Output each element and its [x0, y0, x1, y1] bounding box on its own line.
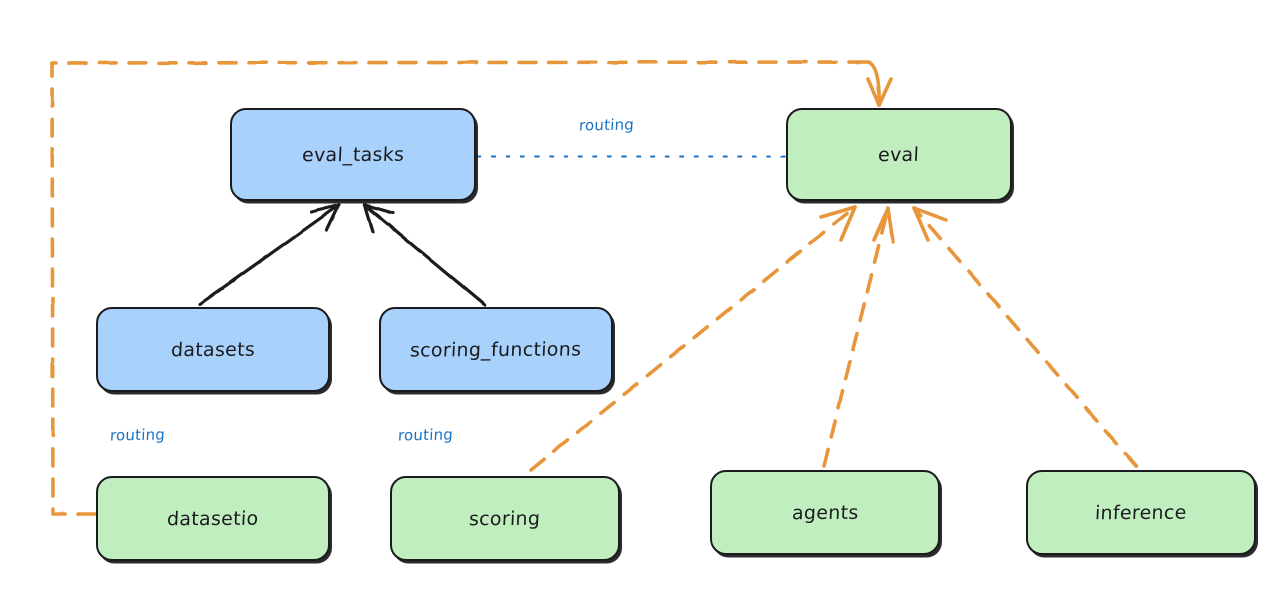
node-label: scoring	[468, 507, 542, 530]
node-label: datasets	[170, 338, 256, 361]
node-inference[interactable]: inference	[1026, 470, 1256, 555]
node-eval_tasks[interactable]: eval_tasks	[230, 108, 476, 201]
node-scoring[interactable]: scoring	[390, 476, 620, 561]
edge-eval_tasks-to-eval	[476, 154, 788, 159]
node-label: eval	[877, 143, 921, 166]
edge-scoring_functions-to-eval_tasks	[363, 203, 487, 307]
node-label: eval_tasks	[301, 143, 405, 166]
node-label: scoring_functions	[409, 337, 583, 362]
edge-inference-to-eval	[912, 206, 1138, 468]
edge-datasets-to-eval_tasks	[198, 203, 341, 306]
node-datasets[interactable]: datasets	[96, 307, 330, 392]
edge-label-routing-eval_tasks-eval: routing	[578, 115, 635, 135]
node-datasetio[interactable]: datasetio	[96, 476, 330, 561]
edge-label-routing-scoring_functions-scoring: routing	[397, 425, 454, 445]
edge-agents-to-eval	[822, 206, 895, 468]
node-label: agents	[791, 501, 859, 524]
node-agents[interactable]: agents	[710, 470, 940, 555]
node-label: datasetio	[166, 507, 260, 530]
node-label: inference	[1094, 501, 1188, 524]
node-eval[interactable]: eval	[786, 108, 1012, 201]
node-scoring_functions[interactable]: scoring_functions	[379, 307, 613, 392]
edge-label-routing-datasets-datasetio: routing	[109, 425, 166, 445]
